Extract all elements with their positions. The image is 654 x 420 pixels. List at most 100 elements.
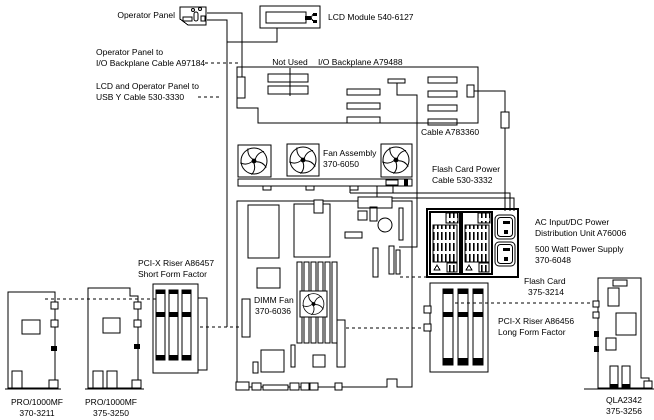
backplane-right-connector: [466, 84, 475, 98]
fan-1-frame: [237, 144, 272, 178]
backplane-slot: [427, 76, 458, 84]
operator-panel-to-backplane-cable-line: [207, 12, 243, 78]
nic-card-1: [5, 291, 61, 390]
backplane-left-connector: [236, 76, 246, 99]
flash-power-cable-line: [474, 90, 506, 211]
board-chip: [312, 354, 326, 368]
backplane-slot: [427, 118, 458, 126]
riser-slot: [181, 289, 192, 361]
backplane-slot: [267, 73, 309, 83]
cable-bundle-line-2: [377, 197, 515, 211]
hba-label: QLA2342: [606, 395, 642, 405]
fan-2-frame: [286, 143, 320, 177]
riser-notch: [423, 305, 432, 314]
operator-panel-switch: [193, 11, 199, 22]
riser-long-label: Long Form Factor: [498, 327, 566, 337]
backplane-slot: [427, 90, 458, 98]
nic1-label: 370-3211: [19, 408, 55, 418]
warning-triangle-icon: [465, 264, 473, 271]
bracket-notch: [50, 319, 59, 328]
fan-3-frame: [380, 143, 413, 178]
hba-chip: [615, 312, 637, 336]
flash-power-cable-label: Flash Card Power: [432, 164, 500, 174]
board-chip: [357, 210, 368, 221]
connector-base: [622, 384, 630, 388]
pcix-riser-short: [152, 283, 208, 374]
power-distribution-unit: [426, 208, 519, 278]
riser-short-label: PCI-X Riser A86457: [138, 258, 214, 268]
riser-slot-left: [241, 298, 251, 338]
operator-panel-led-1: [191, 8, 195, 12]
lcd-usb-branch-line: [227, 28, 278, 43]
bracket-foot: [48, 379, 59, 389]
board-connector: [290, 344, 296, 368]
fan-icon: [288, 146, 317, 175]
not-used-label: Not Used: [272, 57, 308, 67]
lcd-connector-icon: [305, 13, 317, 23]
diagram-labels: Operator Panel LCD Module 540-6127 Opera…: [11, 10, 642, 418]
power-supply-module-1: [429, 211, 461, 275]
bracket-tab: [51, 346, 57, 351]
riser-slot: [472, 288, 484, 366]
io-backplane-label: I/O Backplane A79488: [318, 57, 403, 67]
fan-tray: [237, 178, 413, 191]
cpu-heatsink-2: [293, 203, 331, 258]
usb-y-cable-label: LCD and Operator Panel to: [96, 81, 199, 91]
bracket-foot: [131, 379, 142, 389]
bracket-notch: [50, 301, 59, 310]
bracket-notch: [133, 319, 142, 328]
warning-triangle-icon: [433, 264, 441, 271]
flash-card-connector: [395, 249, 401, 275]
nic-chip: [102, 317, 121, 334]
lcd-module-icon: [259, 5, 321, 29]
fan-assembly-label: 370-6050: [323, 159, 359, 169]
io-backplane-board: [236, 66, 479, 126]
fan-assembly: [237, 143, 413, 191]
bracket-foot: [643, 380, 653, 389]
backplane-slot: [267, 85, 309, 95]
rear-port-connectors: [235, 381, 343, 391]
backplane-slot: [346, 88, 381, 96]
board-connector: [344, 231, 363, 239]
bracket-tab: [594, 346, 599, 352]
bracket-notch: [592, 311, 600, 319]
nic1-label: PRO/1000MF: [11, 397, 63, 407]
board-connector: [372, 247, 379, 278]
bracket-notch: [592, 300, 600, 308]
ac-input-label: Distribution Unit A76006: [535, 228, 626, 238]
bracket-notch: [133, 301, 142, 310]
hba-chip: [607, 287, 620, 307]
operator-panel-icon: [179, 6, 207, 26]
pcix-riser-long: [423, 282, 489, 373]
power-supply-label: 500 Watt Power Supply: [535, 244, 624, 254]
fan-assembly-label: Fan Assembly: [323, 148, 377, 158]
flash-card-label: Flash Card: [524, 276, 566, 286]
hba-connector: [612, 279, 628, 287]
ac-inlet-socket-1: [494, 214, 516, 240]
hba-card: [584, 277, 654, 390]
board-connector: [369, 206, 378, 222]
riser-slot: [155, 289, 166, 361]
riser-slot: [457, 288, 469, 366]
op-to-io-cable-label: Operator Panel to: [96, 47, 163, 57]
board-chip: [256, 267, 281, 289]
operator-panel-label: Operator Panel: [117, 10, 175, 20]
ac-input-label: AC Input/DC Power: [535, 217, 609, 227]
nic-chip: [21, 319, 41, 335]
nic2-label: 375-3250: [93, 408, 129, 418]
usb-y-cable-label: USB Y Cable 530-3330: [96, 92, 184, 102]
power-supply-label: 370-6048: [535, 255, 571, 265]
battery: [377, 217, 393, 233]
power-connector: [357, 196, 393, 209]
operator-panel-button: [182, 16, 193, 22]
edge-connector: [11, 370, 23, 389]
riser-slot: [168, 289, 179, 361]
nic2-label: PRO/1000MF: [85, 397, 137, 407]
usb-y-cable-line: [207, 19, 228, 327]
lcd-module-label: LCD Module 540-6127: [328, 12, 414, 22]
board-connector: [398, 207, 404, 241]
riser-short-label: Short Form Factor: [138, 269, 207, 279]
riser-notch: [423, 323, 432, 332]
backplane-slot: [346, 102, 381, 110]
